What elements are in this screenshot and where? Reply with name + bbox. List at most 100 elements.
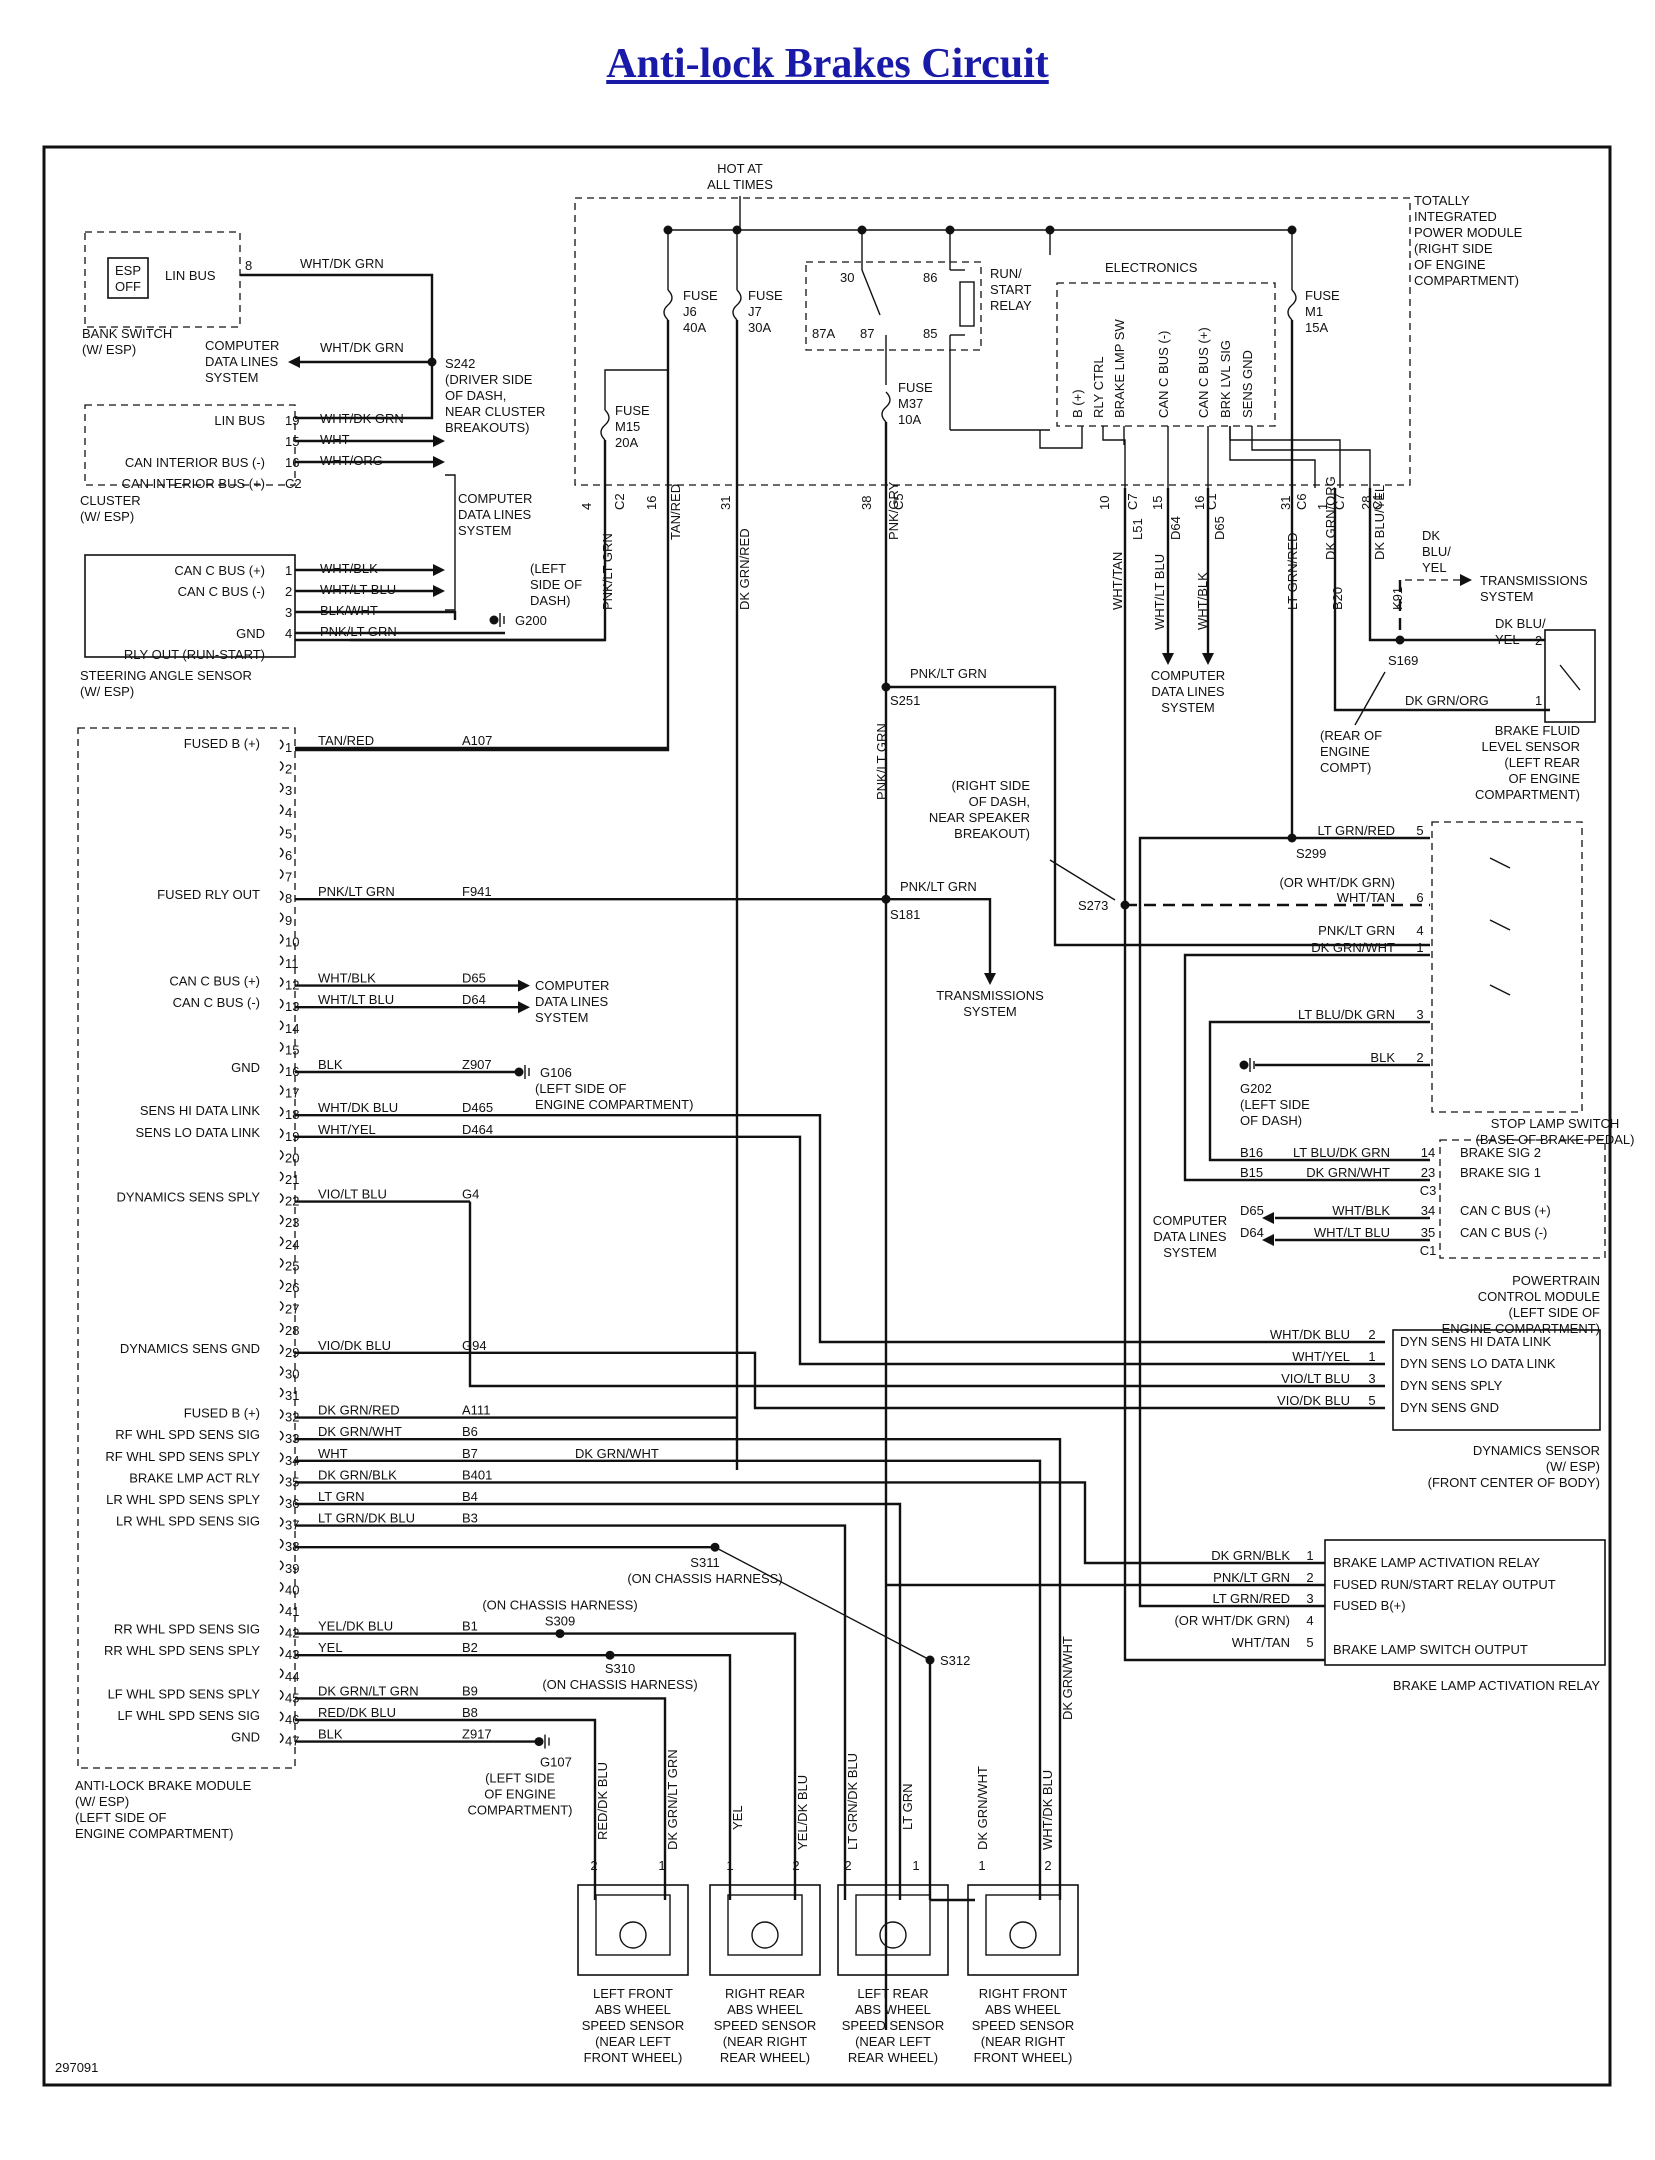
dyn-pin: 2 <box>1368 1327 1375 1342</box>
s299-label: S299 <box>1296 846 1326 861</box>
tan-red <box>295 488 670 752</box>
pdc-label: INTEGRATED <box>1414 209 1497 224</box>
brake-fluid-label: OF ENGINE <box>1508 771 1580 786</box>
fuse-j7-label: 30A <box>748 320 771 335</box>
stop-lamp-pin: 3 <box>1416 1007 1423 1022</box>
abs-circuit-name: LR WHL SPD SENS SPLY <box>106 1492 260 1507</box>
s242-label: (DRIVER SIDE <box>445 372 533 387</box>
abs-pin: 42 <box>285 1626 299 1641</box>
pin-bracket <box>279 1538 284 1549</box>
stop-lamp-label: STOP LAMP SWITCH <box>1491 1116 1620 1131</box>
abs-pin: 6 <box>285 848 292 863</box>
abs-pin: 1 <box>285 740 292 755</box>
dynamics-label: (W/ ESP) <box>1546 1459 1600 1474</box>
pdc-pin: C5 <box>891 493 906 510</box>
pcm-ckt: D64 <box>1240 1225 1264 1240</box>
abs-circuit-wire: YEL/DK BLU <box>318 1619 393 1634</box>
vertical-wire-label: WHT/TAN <box>1110 552 1125 610</box>
pin-bracket <box>279 761 284 772</box>
pin-bracket <box>279 977 284 988</box>
s251-to-stop-lamp <box>886 685 1430 947</box>
vertical-wire-label: D64 <box>1168 516 1183 540</box>
stop-lamp-wire: (OR WHT/DK GRN) <box>1279 875 1395 890</box>
pcm-label: POWERTRAIN <box>1512 1273 1600 1288</box>
electronics-signal: RLY CTRL <box>1091 356 1106 418</box>
abs-pin: 19 <box>285 1129 299 1144</box>
abs-pin: 8 <box>285 891 292 906</box>
abs-pin: 18 <box>285 1107 299 1122</box>
wheel-sensor-label: SPEED SENSOR <box>582 2018 685 2033</box>
cluster-box <box>84 404 296 486</box>
vertical-wire-label: D65 <box>1212 516 1227 540</box>
cdl-label: COMPUTER <box>1151 668 1225 683</box>
stop-lamp-pin: 2 <box>1416 1050 1423 1065</box>
sensor-wire-label: DK GRN/LT GRN <box>665 1749 680 1850</box>
pin-bracket <box>279 1452 284 1463</box>
abs-pin: 5 <box>285 826 292 841</box>
wheel-sensor-coil <box>595 1894 671 1956</box>
abs-pin: 46 <box>285 1712 299 1727</box>
s242-cdl: COMPUTER <box>205 338 279 353</box>
abs-circuit-name: BRAKE LMP ACT RLY <box>129 1470 260 1485</box>
s273-leader <box>1049 859 1116 901</box>
wheel-sensor-gear <box>619 1921 647 1949</box>
relay-pin-87a: 87A <box>812 326 835 341</box>
relay-label: START <box>990 282 1031 297</box>
abs-pin: 47 <box>285 1734 299 1749</box>
vertical-wire-label: L51 <box>1130 518 1145 540</box>
pin-bracket <box>279 1689 284 1700</box>
abs-module-box <box>77 727 296 1769</box>
pin-bracket <box>279 933 284 944</box>
pdc-box <box>574 197 1411 486</box>
pdc-pin: 38 <box>859 496 874 510</box>
abs-circuit-wire: VIO/DK BLU <box>318 1338 391 1353</box>
dk-blu-yel <box>1368 488 1400 642</box>
pin-bracket <box>279 1560 284 1571</box>
s169-note: ENGINE <box>1320 744 1370 759</box>
wheel-sensor-label: REAR WHEEL) <box>848 2050 938 2065</box>
abs-circuit-wire: BLK <box>318 1727 343 1742</box>
cluster-arrow <box>433 435 445 447</box>
dyn-pin-name: DYN SENS SPLY <box>1400 1378 1503 1393</box>
cluster-wire: WHT <box>320 432 350 447</box>
abs-pin: 9 <box>285 913 292 928</box>
sensor-pin: 2 <box>792 1858 799 1873</box>
s169-note: COMPT) <box>1320 760 1371 775</box>
steering-wire: WHT/BLK <box>320 561 378 576</box>
abs-circuit-id: B3 <box>462 1511 478 1526</box>
pin-bracket <box>279 1625 284 1636</box>
abs-pin: 32 <box>285 1410 299 1425</box>
abs-module-label: ANTI-LOCK BRAKE MODULE <box>75 1778 252 1793</box>
abs-pin: 33 <box>285 1431 299 1446</box>
abs-pin: 34 <box>285 1453 299 1468</box>
pin-bracket <box>279 1430 284 1441</box>
s309-label: (ON CHASSIS HARNESS) <box>482 1598 637 1613</box>
abs-circuit-wire: DK GRN/RED <box>318 1403 400 1418</box>
pin-bracket <box>279 1495 284 1506</box>
abs-circuit-name: CAN C BUS (-) <box>173 995 260 1010</box>
dyn-pin-name: DYN SENS GND <box>1400 1400 1499 1415</box>
pdc-label: OF ENGINE <box>1414 257 1486 272</box>
vertical-wire-label: K91 <box>1390 587 1405 610</box>
abs-pin: 10 <box>285 934 299 949</box>
lf-sply <box>295 1697 667 1900</box>
vertical-wire-label: DK GRN/RED <box>737 528 752 610</box>
wheel-sensor-body <box>967 1884 1079 1976</box>
brake-fluid-label: (LEFT REAR <box>1504 755 1580 770</box>
pdc-pin: 1 <box>1315 503 1330 510</box>
abs-circuit-name: LF WHL SPD SENS SPLY <box>108 1686 261 1701</box>
elec-out <box>1039 426 1083 449</box>
pcm-cdl: COMPUTER <box>1153 1213 1227 1228</box>
fuse-m1-label: FUSE <box>1305 288 1340 303</box>
bla-wire: DK GRN/BLK <box>1211 1548 1290 1563</box>
cluster-cdl: DATA LINES <box>458 507 532 522</box>
relay-label: RELAY <box>990 298 1032 313</box>
relay-pin-85: 85 <box>923 326 937 341</box>
g107-id: G107 <box>540 1755 572 1770</box>
switch-contact <box>1489 984 1511 996</box>
abs-pin: 27 <box>285 1302 299 1317</box>
abs-pin: 45 <box>285 1690 299 1705</box>
pdc-pin: 4 <box>579 503 594 510</box>
wheel-sensor-gear <box>1009 1921 1037 1949</box>
dyn-pin-name: DYN SENS LO DATA LINK <box>1400 1356 1556 1371</box>
